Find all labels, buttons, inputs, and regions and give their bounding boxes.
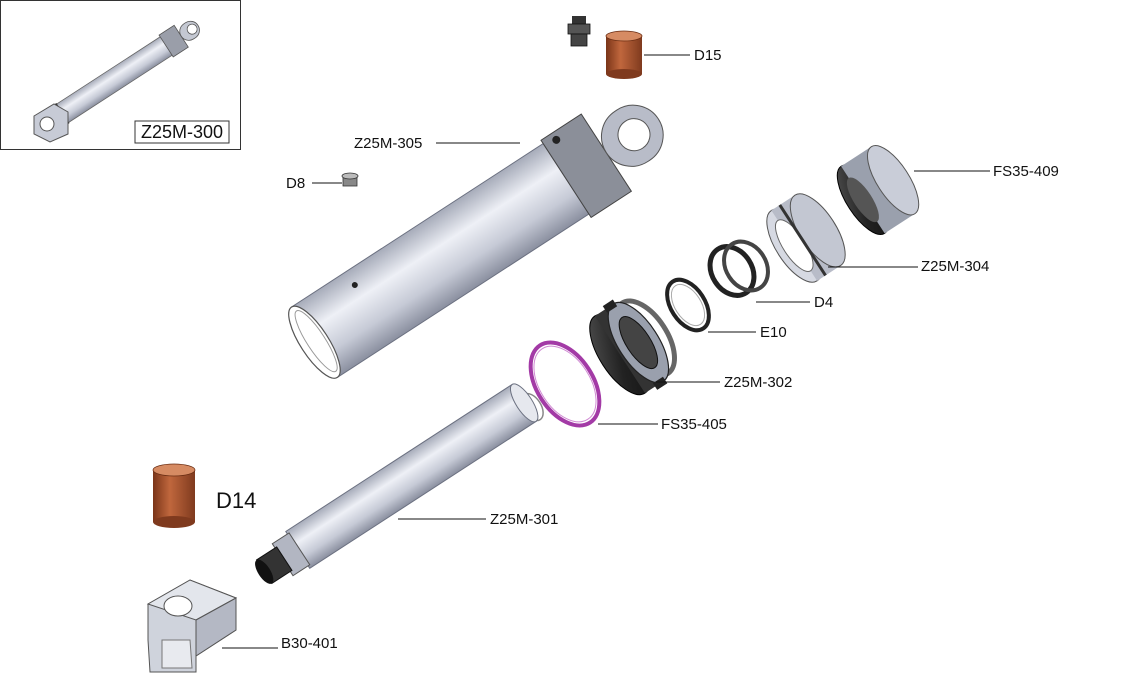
inset-assembly-view: Z25M-300: [0, 0, 241, 150]
part-d14-bushing: [152, 463, 196, 528]
part-d8-plug: [341, 172, 359, 187]
label-d8: D8: [286, 175, 305, 192]
part-b30-401-block: [146, 579, 238, 673]
label-z25m-304: Z25M-304: [921, 258, 989, 275]
label-d4: D4: [814, 294, 833, 311]
label-d15: D15: [694, 47, 722, 64]
part-d4-rings: [707, 239, 770, 298]
label-fs35-405: FS35-405: [661, 416, 727, 433]
part-d15-bushing: [605, 30, 643, 79]
part-z25m-301-rod: [255, 383, 539, 585]
label-z25m-305: Z25M-305: [354, 135, 422, 152]
inset-end-block: [33, 103, 69, 143]
inset-frame: [0, 0, 241, 150]
inset-label-box: [134, 120, 230, 144]
inset-label: Z25M-300: [141, 122, 223, 142]
label-z25m-301: Z25M-301: [490, 511, 558, 528]
part-fitting: [567, 16, 591, 47]
label-b30-401: B30-401: [281, 635, 338, 652]
part-z25m-305-barrel: [288, 104, 664, 379]
part-e10-ring: [665, 277, 711, 333]
part-fs35-405-oring: [528, 340, 602, 428]
label-z25m-302: Z25M-302: [724, 374, 792, 391]
part-z25m-302-gland: [589, 298, 677, 396]
label-fs35-409: FS35-409: [993, 163, 1059, 180]
part-fs35-409-seal: [836, 145, 920, 235]
label-d14: D14: [216, 488, 256, 513]
label-e10: E10: [760, 324, 787, 341]
part-z25m-304-piston: [766, 193, 846, 283]
